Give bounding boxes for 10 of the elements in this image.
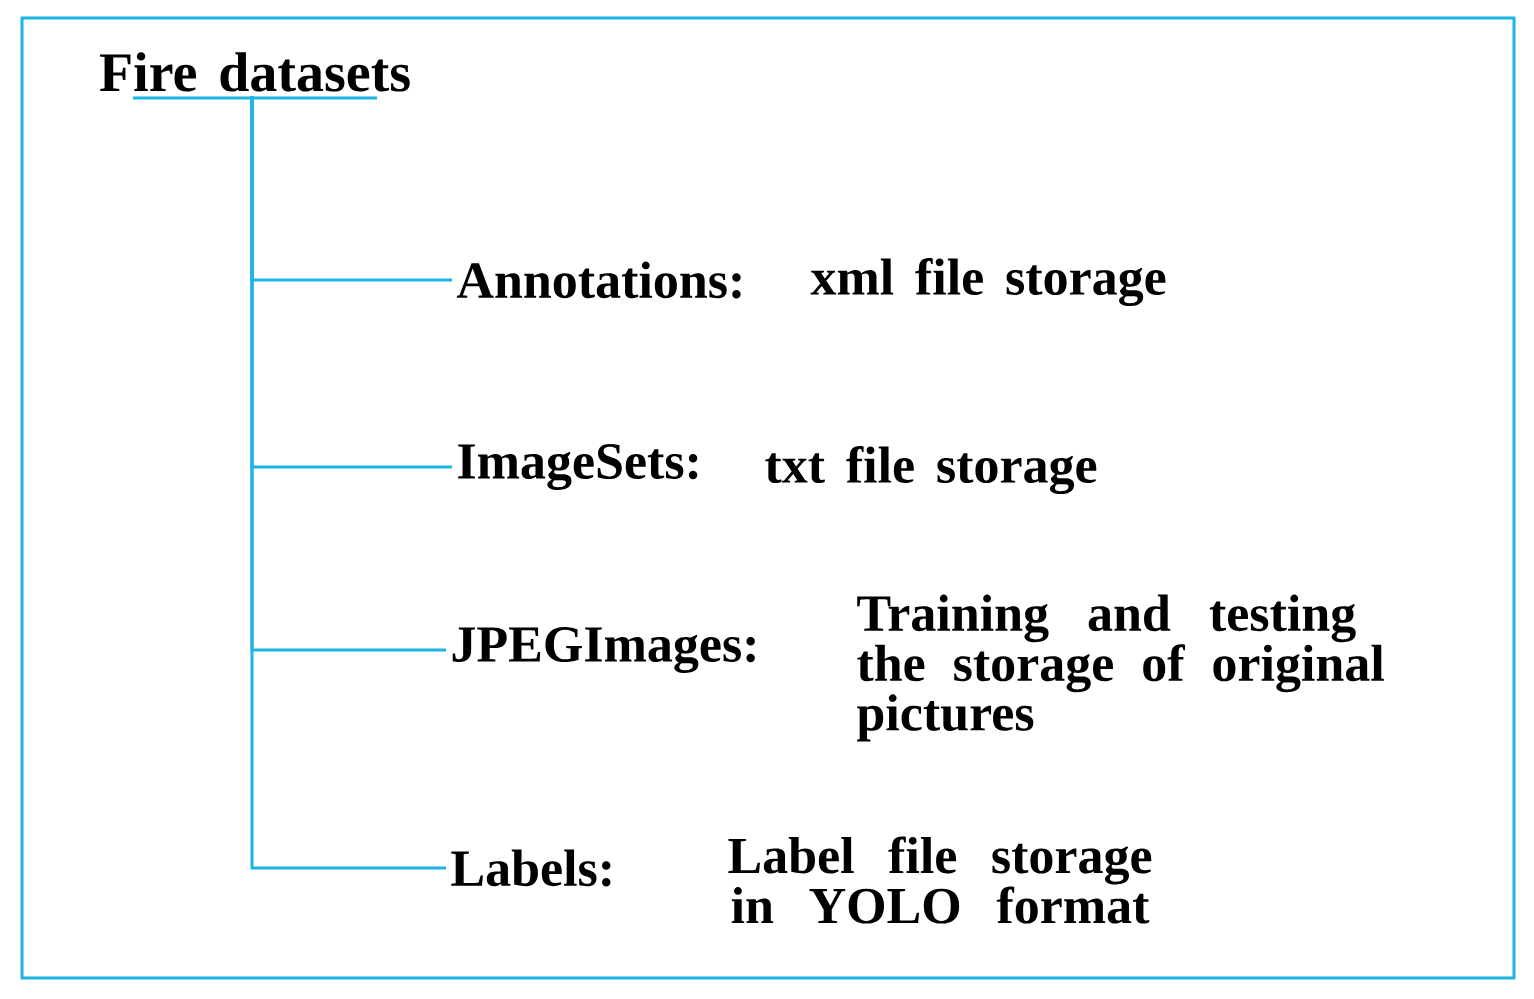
root-label: Fire datasets — [99, 52, 410, 100]
branch-label: Annotations: — [456, 261, 741, 299]
branch-label: Labels: — [451, 849, 611, 887]
branch-label: ImageSets: — [458, 444, 698, 490]
description-text: Training and testing the storage of original pictures — [857, 594, 1384, 742]
description-text: Label file storage in YOLO format — [728, 836, 1152, 924]
description-text: txt file storage — [765, 445, 1097, 495]
tree-line — [250, 96, 446, 870]
description-text: xml file storage — [810, 257, 1166, 307]
branch-label: JPEGImages: — [452, 627, 755, 673]
